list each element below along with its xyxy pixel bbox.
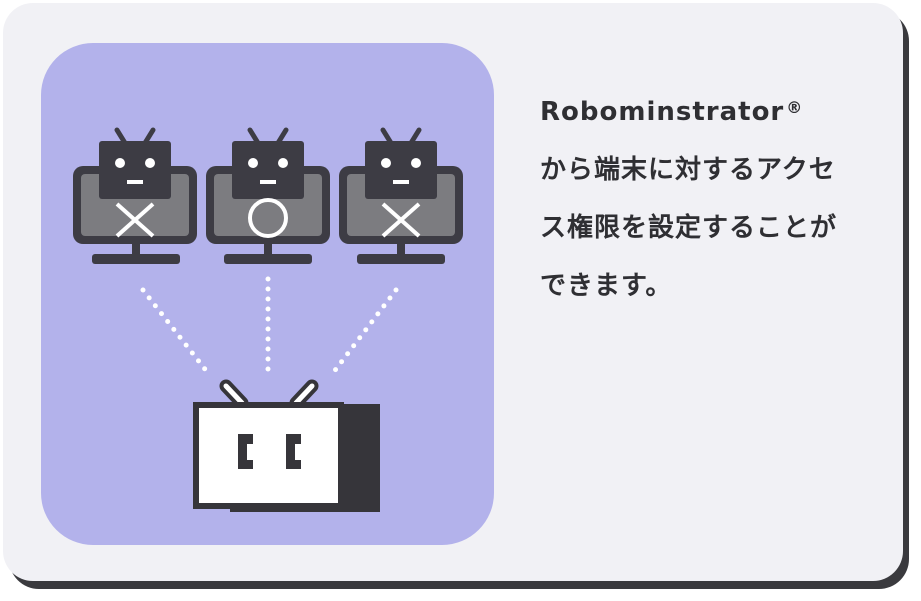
robot-head-icon (365, 127, 437, 199)
terminal-3 (339, 127, 463, 264)
cross-icon (381, 202, 421, 238)
cross-icon (115, 202, 155, 238)
connection-line-3 (330, 287, 399, 376)
feature-illustration (41, 43, 494, 545)
connection-lines (140, 276, 399, 376)
brand-name: Robominstrator (540, 97, 785, 127)
feature-card: Robominstrator® から端末に対するアクセス権限を設定することができま… (3, 3, 903, 581)
registered-mark: ® (786, 98, 804, 117)
feature-description: Robominstrator® から端末に対するアクセス権限を設定することができま… (540, 83, 860, 315)
terminal-1 (73, 127, 197, 264)
circle-icon (248, 198, 288, 238)
access-control-illustration (73, 127, 463, 512)
connection-line-1 (140, 287, 211, 376)
terminal-2 (206, 127, 330, 264)
admin-robot-icon (193, 379, 380, 512)
feature-text: から端末に対するアクセス権限を設定することができます。 (540, 155, 838, 301)
robot-head-icon (99, 127, 171, 199)
robot-head-icon (232, 127, 304, 199)
